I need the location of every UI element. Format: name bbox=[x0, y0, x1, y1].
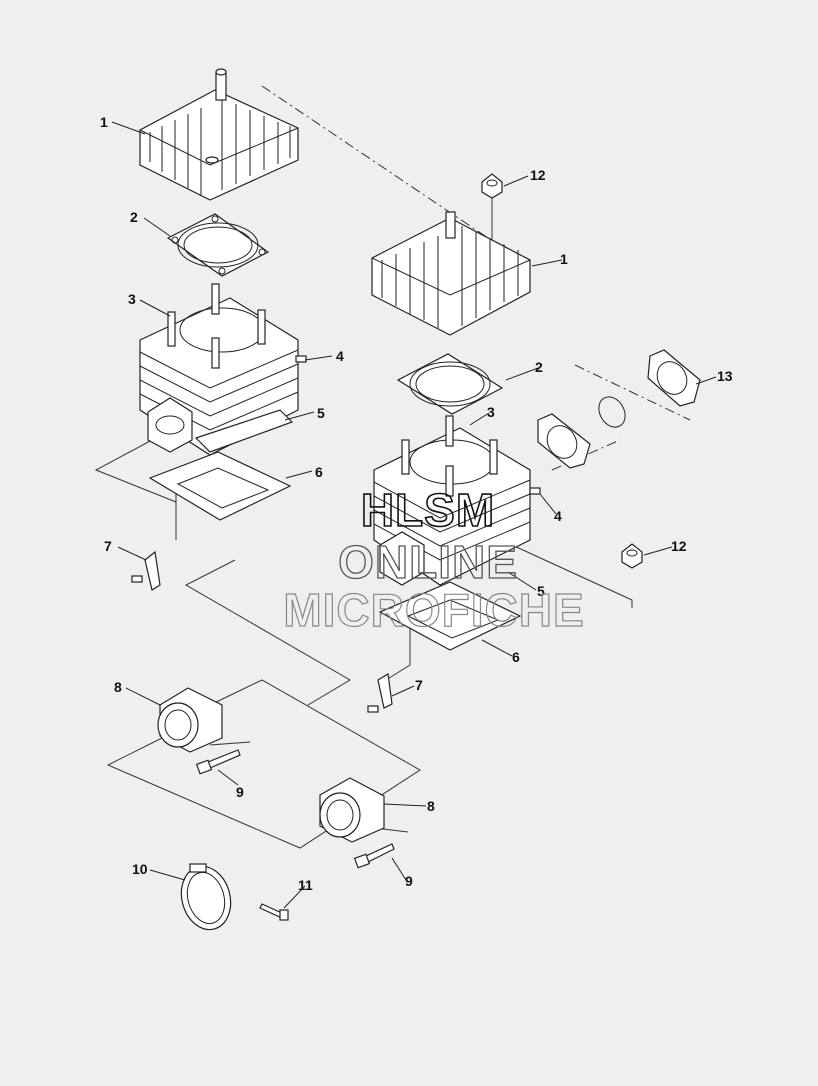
cylinder-left bbox=[139, 283, 307, 456]
callout-5-right: 5 bbox=[537, 583, 545, 599]
callout-5-left: 5 bbox=[317, 405, 325, 421]
base-gasket-right bbox=[378, 581, 522, 651]
cylinder-right bbox=[373, 415, 541, 586]
callout-12-top: 12 bbox=[530, 167, 546, 183]
callout-2-right: 2 bbox=[535, 359, 543, 375]
callout-3-right: 3 bbox=[487, 404, 495, 420]
head-gasket-left bbox=[166, 213, 270, 277]
callout-2-left: 2 bbox=[130, 209, 138, 225]
screw-left bbox=[195, 749, 241, 775]
callout-8-left: 8 bbox=[114, 679, 122, 695]
watermark-line-1: HLSM bbox=[361, 484, 495, 536]
callout-1-right: 1 bbox=[560, 251, 568, 267]
cylinder-head-left bbox=[139, 68, 299, 201]
callout-13: 13 bbox=[717, 368, 733, 384]
callout-12-right: 12 bbox=[671, 538, 687, 554]
leader-lines bbox=[111, 121, 717, 909]
callout-9-left: 9 bbox=[236, 784, 244, 800]
watermark: HLSM ONLINE MICROFICHE bbox=[283, 483, 585, 636]
callout-11: 11 bbox=[298, 877, 313, 893]
callout-4-left: 4 bbox=[336, 348, 344, 364]
callout-6-right: 6 bbox=[512, 649, 520, 665]
watermark-line-2: ONLINE bbox=[338, 536, 518, 588]
callout-1-left: 1 bbox=[100, 114, 108, 130]
cylinder-head-right bbox=[371, 211, 531, 336]
impulse-fitting-left bbox=[131, 550, 161, 591]
intake-flange-left bbox=[157, 687, 223, 753]
clamp-screw bbox=[259, 903, 289, 921]
callout-7-right: 7 bbox=[415, 677, 423, 693]
callout-8-right: 8 bbox=[427, 798, 435, 814]
base-gasket-left bbox=[148, 451, 292, 521]
watermark-line-3: MICROFICHE bbox=[283, 584, 584, 636]
callout-7-left: 7 bbox=[104, 538, 112, 554]
nut-top-right bbox=[481, 173, 503, 199]
callout-4-right: 4 bbox=[554, 508, 562, 524]
impulse-fitting-right bbox=[367, 673, 393, 713]
callout-9-right: 9 bbox=[405, 873, 413, 889]
head-gasket-right bbox=[396, 353, 504, 415]
callout-6-left: 6 bbox=[315, 464, 323, 480]
callout-10: 10 bbox=[132, 861, 148, 877]
intake-flange-right bbox=[319, 777, 385, 843]
nut-right bbox=[621, 543, 643, 569]
callout-numbers: 1 2 3 4 5 6 7 8 9 10 11 12 1 2 3 13 4 12… bbox=[100, 114, 733, 893]
screw-right bbox=[353, 843, 395, 869]
intake-gaskets bbox=[537, 349, 701, 469]
hose-clamp bbox=[180, 863, 232, 931]
callout-3-left: 3 bbox=[128, 291, 136, 307]
